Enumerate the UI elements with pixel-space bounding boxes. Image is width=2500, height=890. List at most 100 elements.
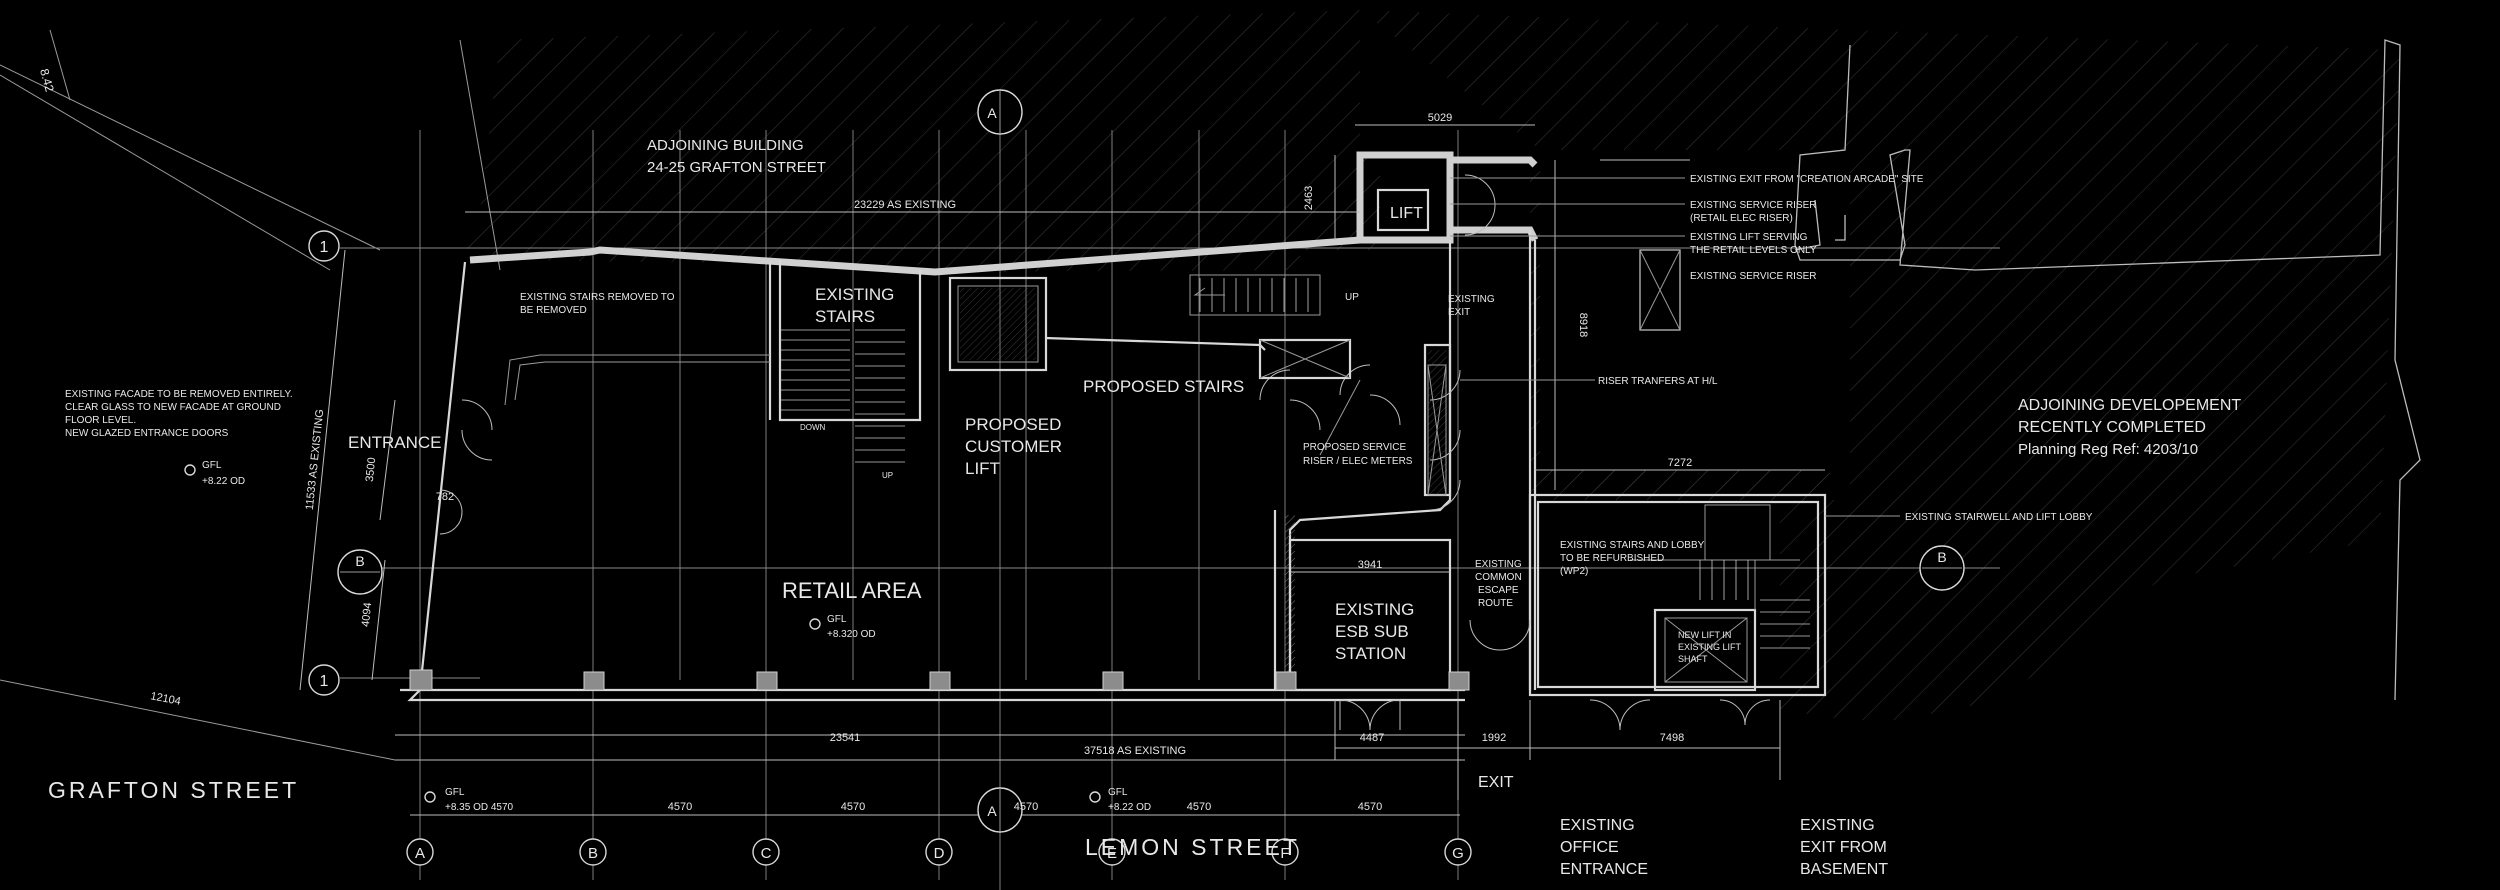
dim-bay-2: 4570 bbox=[841, 801, 865, 813]
dim-37518: 37518 AS EXISTING bbox=[1084, 745, 1186, 757]
stairs-lobby-label-3: (WP2) bbox=[1560, 566, 1588, 577]
entrance-label: ENTRANCE bbox=[348, 433, 442, 452]
level-label-2: +8.320 OD bbox=[827, 629, 876, 640]
gfl-label-3: GFL bbox=[445, 787, 465, 798]
stairs-lobby-label-1: EXISTING STAIRS AND LOBBY bbox=[1560, 540, 1705, 551]
esb-label-1: EXISTING bbox=[1335, 600, 1414, 619]
structural-grid bbox=[340, 115, 2000, 890]
dim-corner: 8.42 bbox=[37, 67, 57, 93]
escape-route-label-4: ROUTE bbox=[1478, 598, 1513, 609]
dim-1992: 1992 bbox=[1482, 732, 1506, 744]
dim-11533: 11533 AS EXISTING bbox=[304, 409, 327, 511]
facade-note-4: NEW GLAZED ENTRANCE DOORS bbox=[65, 428, 229, 439]
facade-note-2: CLEAR GLASS TO NEW FACADE AT GROUND bbox=[65, 402, 281, 413]
dim-3941: 3941 bbox=[1358, 559, 1382, 571]
grafton-street-label: GRAFTON STREET bbox=[48, 777, 299, 803]
grid-label-col-c: C bbox=[761, 845, 772, 862]
lift-label: LIFT bbox=[1390, 205, 1423, 222]
customer-lift-label-2: CUSTOMER bbox=[965, 437, 1062, 456]
site-boundary-lines bbox=[0, 29, 501, 761]
level-label-3: +8.35 OD 4570 bbox=[445, 802, 514, 813]
annotation-creation-arcade: EXISTING EXIT FROM "CREATION ARCADE" SIT… bbox=[1690, 174, 1924, 185]
stairs-lobby-label-2: TO BE REFURBISHED bbox=[1560, 553, 1664, 564]
annotation-lift-serving-2: THE RETAIL LEVELS ONLY bbox=[1690, 245, 1817, 256]
level-texts: GFL +8.22 OD GFL +8.320 OD GFL +8.35 OD … bbox=[202, 460, 1151, 813]
stairs-up-label: UP bbox=[882, 471, 893, 480]
stairs-removed-note-2: BE REMOVED bbox=[520, 305, 587, 316]
grid-bubble-labels: 1 1 B B A A A B C D E F G bbox=[320, 105, 1947, 862]
basement-exit-label-2: EXIT FROM bbox=[1800, 839, 1887, 856]
grid-bubbles bbox=[308, 89, 1965, 866]
dim-782: 782 bbox=[436, 491, 454, 503]
esb-label-2: ESB SUB bbox=[1335, 622, 1409, 641]
dim-5029: 5029 bbox=[1428, 112, 1452, 124]
grid-label-row-b-left: B bbox=[355, 553, 364, 569]
customer-lift-label-3: LIFT bbox=[965, 459, 1000, 478]
office-entrance-label-2: OFFICE bbox=[1560, 839, 1619, 856]
adjoining-building-label-2: 24-25 GRAFTON STREET bbox=[647, 159, 826, 176]
esb-label-3: STATION bbox=[1335, 644, 1406, 663]
exit-label: EXIT bbox=[1478, 774, 1514, 791]
proposed-stairs-label: PROPOSED STAIRS bbox=[1083, 377, 1244, 396]
adjoining-development-label-3: Planning Reg Ref: 4203/10 bbox=[2018, 441, 2198, 458]
customer-lift-label-1: PROPOSED bbox=[965, 415, 1061, 434]
adjoining-development-label-2: RECENTLY COMPLETED bbox=[2018, 419, 2206, 436]
stairs-down-label: DOWN bbox=[800, 423, 826, 432]
grid-bubble-col-c bbox=[752, 838, 780, 866]
annotation-stairwell-lobby: EXISTING STAIRWELL AND LIFT LOBBY bbox=[1905, 512, 2093, 523]
structural-columns bbox=[409, 669, 1470, 691]
dim-4094: 4094 bbox=[360, 602, 374, 628]
section-mark-bottom-label: A bbox=[987, 803, 997, 819]
adjoining-building-label-1: ADJOINING BUILDING bbox=[647, 137, 804, 154]
grid-label-col-f: F bbox=[1280, 845, 1289, 862]
grid-label-row-1-top: 1 bbox=[320, 239, 329, 256]
grid-label-row-1-bottom: 1 bbox=[320, 673, 329, 690]
grid-bubble-col-f bbox=[1271, 838, 1299, 866]
stairs-treads bbox=[504, 274, 1810, 649]
leader-lines bbox=[1319, 177, 1900, 517]
dim-23229: 23229 AS EXISTING bbox=[854, 199, 956, 211]
dim-bay-4: 4570 bbox=[1187, 801, 1211, 813]
escape-route-label-1: EXISTING bbox=[1475, 559, 1522, 570]
service-riser-label-1: PROPOSED SERVICE bbox=[1303, 442, 1407, 453]
grid-bubble-col-b bbox=[579, 838, 607, 866]
grid-bubble-row-1-top bbox=[308, 230, 340, 262]
annotation-lift-serving-1: EXISTING LIFT SERVING bbox=[1690, 232, 1808, 243]
section-mark-top-label: A bbox=[987, 105, 997, 121]
grid-label-col-e: E bbox=[1107, 845, 1117, 862]
grid-bubble-col-d bbox=[925, 838, 953, 866]
grid-label-row-b-right: B bbox=[1937, 549, 1946, 565]
dimension-lines bbox=[299, 124, 1825, 816]
grid-bubble-col-a bbox=[406, 838, 434, 866]
dim-23541: 23541 bbox=[830, 732, 861, 744]
existing-exit-label-2: EXIT bbox=[1448, 307, 1470, 318]
annotation-service-riser-1: EXISTING SERVICE RISER bbox=[1690, 200, 1817, 211]
annotation-service-riser-2: (RETAIL ELEC RISER) bbox=[1690, 213, 1793, 224]
annotation-riser-transfers: RISER TRANFERS AT H/L bbox=[1598, 376, 1718, 387]
gfl-label-2: GFL bbox=[827, 614, 847, 625]
new-lift-label-2: EXISTING LIFT bbox=[1678, 642, 1742, 652]
grid-label-col-b: B bbox=[588, 845, 598, 862]
existing-stairs-label-1: EXISTING bbox=[815, 285, 894, 304]
office-entrance-label-3: ENTRANCE bbox=[1560, 861, 1648, 878]
service-annotations: EXISTING EXIT FROM "CREATION ARCADE" SIT… bbox=[1598, 174, 2093, 523]
facade-note-1: EXISTING FACADE TO BE REMOVED ENTIRELY. bbox=[65, 389, 293, 400]
service-riser-label-2: RISER / ELEC METERS bbox=[1303, 456, 1413, 467]
dim-bay-1: 4570 bbox=[668, 801, 692, 813]
dim-7272: 7272 bbox=[1668, 457, 1692, 469]
shaft-crosses bbox=[1258, 338, 1748, 683]
annotation-service-riser-3: EXISTING SERVICE RISER bbox=[1690, 271, 1817, 282]
facade-note-3: FLOOR LEVEL. bbox=[65, 415, 136, 426]
grid-label-col-g: G bbox=[1452, 845, 1464, 862]
dim-7498: 7498 bbox=[1660, 732, 1684, 744]
grid-bubble-row-1-bottom bbox=[308, 664, 340, 696]
retail-area-label: RETAIL AREA bbox=[782, 578, 922, 603]
dim-3500: 3500 bbox=[364, 457, 378, 483]
level-label-4: +8.22 OD bbox=[1108, 802, 1151, 813]
gfl-label-1: GFL bbox=[202, 460, 222, 471]
gfl-label-4: GFL bbox=[1108, 787, 1128, 798]
dim-4487: 4487 bbox=[1360, 732, 1384, 744]
lemon-street-label: LEMON STREET bbox=[1085, 834, 1300, 860]
adjoining-building-hatch bbox=[465, 10, 2400, 720]
dim-bay-3: 4570 bbox=[1014, 801, 1038, 813]
